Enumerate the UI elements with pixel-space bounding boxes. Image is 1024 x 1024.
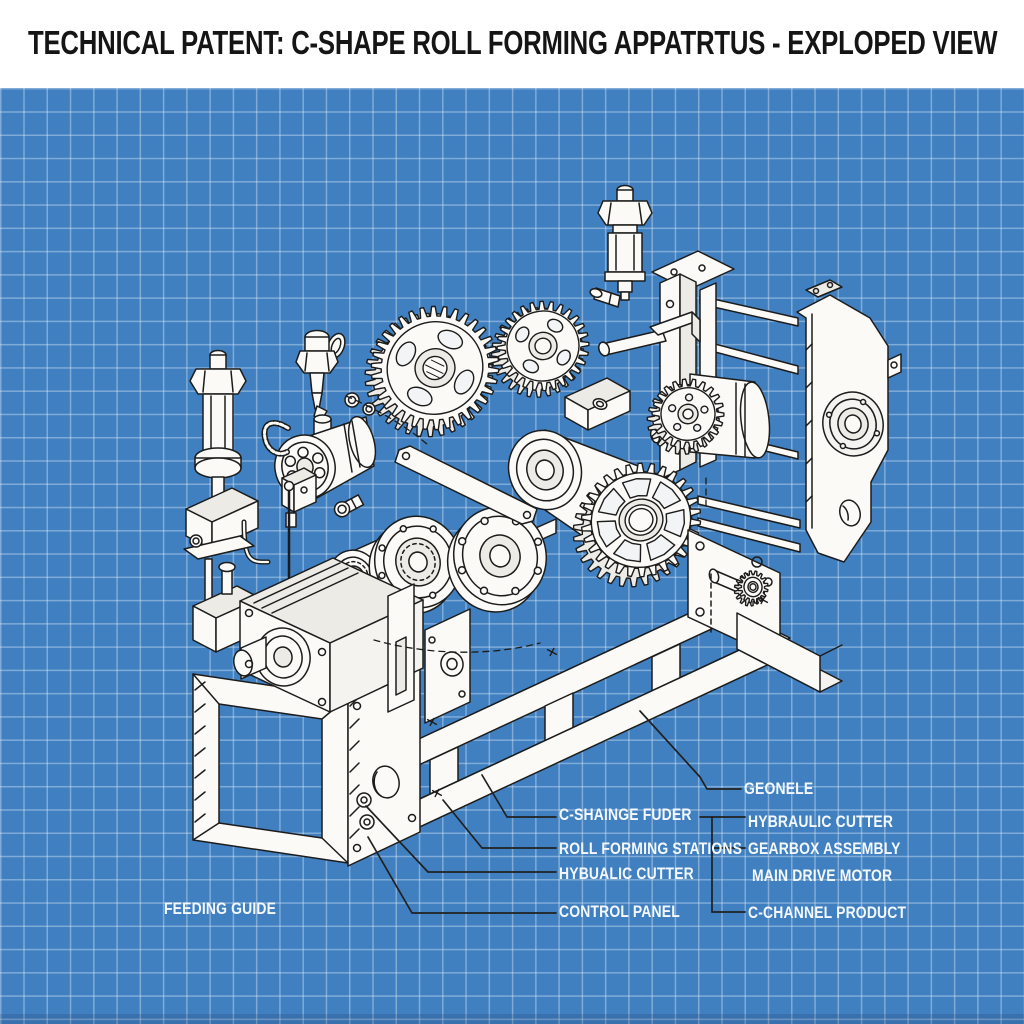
upper-gear-left (348, 290, 517, 453)
drive-gear (638, 371, 732, 462)
page-title: TECHNICAL PATENT: C-SHAPE ROLL FORMING A… (28, 24, 998, 61)
label-c-channel-product: C-CHANNEL PRODUCT (748, 903, 907, 922)
label-control-panel: CONTROL PANEL (559, 902, 680, 921)
construction-lines (346, 396, 706, 652)
main-helical-gear (555, 447, 719, 604)
bearing-flanged (356, 505, 474, 625)
roll-forming-station (231, 558, 470, 723)
label-main-drive-motor: MAIN DRIVE MOTOR (752, 866, 893, 885)
tie-rods (698, 296, 800, 552)
small-bolt (332, 493, 364, 520)
flange-disc-large (434, 495, 561, 624)
hydraulic-cylinder-top (598, 186, 652, 301)
upper-gear-right (480, 291, 600, 408)
machine-exploded-drawing (0, 88, 1024, 1024)
valve-pump-assembly (264, 331, 380, 528)
label-c-shainge-fuder: C-SHAINGE FUDER (559, 805, 692, 824)
shaft-end-pinion (731, 568, 770, 608)
blueprint-canvas: FEEDING GUIDE C-SHAINGE FUDER ROLL FORMI… (0, 88, 1024, 1024)
label-roll-forming-stations: ROLL FORMING STATIONS (559, 839, 743, 858)
label-gearbox-assembly: GEARBOX ASSEMBLY (748, 839, 901, 858)
diagonal-flat-bar (395, 446, 537, 524)
label-hybualic-cutter: HYBUALIC CUTTER (559, 864, 694, 883)
dowel-pin (589, 287, 620, 307)
gearbox-housing (797, 280, 901, 562)
label-feeding-guide: FEEDING GUIDE (164, 899, 277, 918)
weld-marks (426, 594, 770, 799)
c-channel-product (737, 613, 842, 692)
title-bar: TECHNICAL PATENT: C-SHAPE ROLL FORMING A… (0, 0, 1024, 88)
label-hybraulic-cutter: HYBRAULIC CUTTER (748, 812, 894, 831)
leader-lines (366, 711, 745, 913)
label-geonele: GEONELE (744, 779, 814, 798)
link-arm-bracket (597, 312, 700, 357)
hydraulic-cylinder-left (184, 351, 294, 653)
